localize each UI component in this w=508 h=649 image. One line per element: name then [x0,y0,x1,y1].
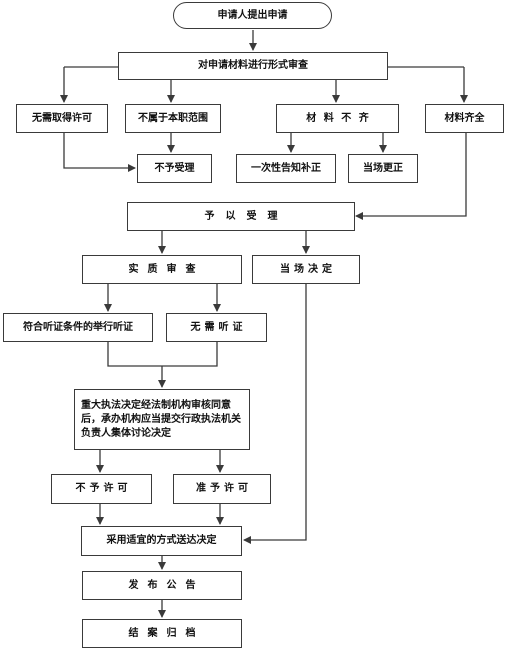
node-complete: 材料齐全 [425,104,504,133]
node-accept: 予以受理 [127,202,355,231]
node-no-permit-needed: 无需取得许可 [16,104,108,133]
node-deny: 不予许可 [51,474,152,504]
node-major-decision: 重大执法决定经法制机构审核同意后，承办机构应当提交行政执法机关负责人集体讨论决定 [74,389,250,450]
node-onsite-decision: 当场决定 [252,255,360,284]
node-archive: 结案归档 [82,619,242,648]
node-out-of-scope: 不属于本职范围 [125,104,221,133]
node-hearing: 符合听证条件的举行听证 [3,313,153,342]
merge-line [107,342,218,367]
node-notify-once: 一次性告知补正 [236,154,336,183]
node-publish: 发布公告 [82,571,242,600]
arrow-no-permit-to-reject [63,133,136,172]
node-reject: 不予受理 [137,154,212,183]
arrow-complete-to-accept [355,133,467,220]
node-deliver: 采用适宜的方式送达决定 [81,526,242,556]
node-grant: 准予许可 [173,474,271,504]
node-start: 申请人提出申请 [173,2,332,29]
node-no-hearing: 无需听证 [166,313,267,342]
arrow-onsite-to-deliver [243,284,307,544]
node-formal-review: 对申请材料进行形式审查 [118,52,388,80]
node-incomplete: 材 料 不 齐 [276,104,399,133]
node-correct-onsite: 当场更正 [348,154,418,183]
node-substantive-review: 实质审查 [82,255,242,284]
